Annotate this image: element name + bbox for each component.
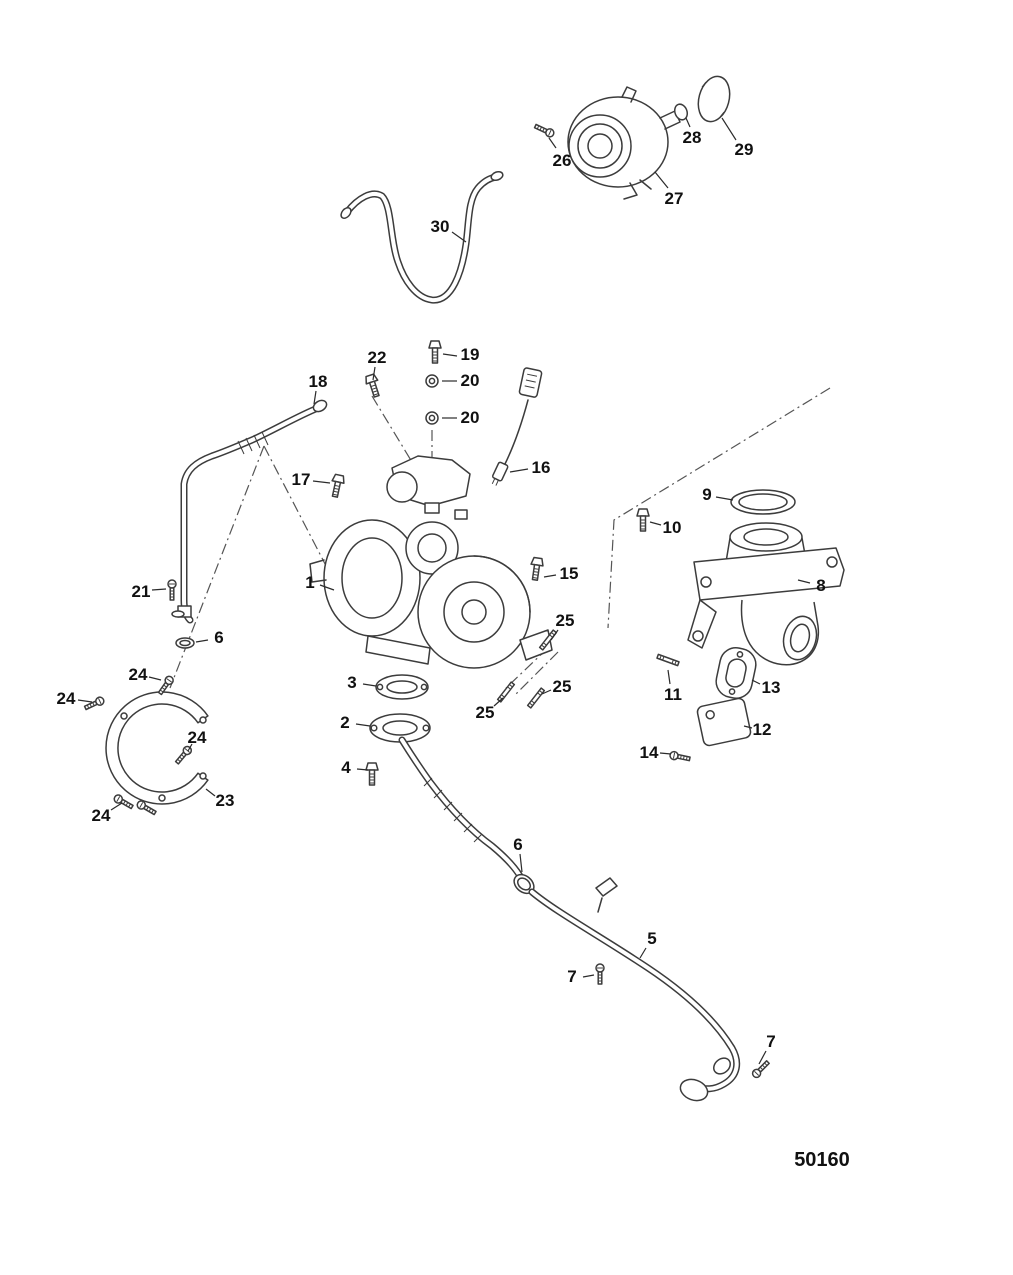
callout-28: 28 — [683, 128, 702, 147]
callout-18: 18 — [309, 372, 328, 391]
callout-1: 1 — [305, 573, 314, 592]
fitting-17 — [328, 473, 347, 499]
callout-26: 26 — [553, 151, 572, 170]
callout-9: 9 — [702, 485, 711, 504]
screw-14 — [668, 750, 692, 764]
line-screw — [167, 579, 177, 601]
gasket-13 — [715, 647, 757, 699]
callout-16: 16 — [532, 458, 551, 477]
hose-harness — [340, 170, 504, 304]
callout-8: 8 — [816, 576, 825, 595]
pump-screw — [532, 121, 556, 139]
o-ring — [673, 103, 689, 121]
callout-21: 21 — [132, 582, 151, 601]
exhaust-adapter — [636, 489, 845, 764]
callout-2: 2 — [340, 713, 349, 732]
callout-24-b: 24 — [57, 689, 76, 708]
callout-11: 11 — [664, 685, 682, 704]
cover-plate-12 — [696, 697, 752, 747]
callout-29: 29 — [735, 140, 754, 159]
drain-hose — [513, 873, 772, 1102]
callout-14: 14 — [640, 743, 659, 762]
drawing-number: 50160 — [794, 1149, 850, 1171]
callout-22: 22 — [368, 348, 387, 367]
sensor-cable — [491, 367, 543, 486]
callout-5: 5 — [647, 929, 656, 948]
callout-25-c: 25 — [476, 703, 495, 722]
callout-6-b: 6 — [513, 835, 522, 854]
stud-11 — [656, 653, 680, 667]
bolt-4 — [365, 762, 379, 786]
screw-24-d — [112, 792, 135, 812]
washer-b — [425, 411, 439, 425]
callout-20-a: 20 — [461, 371, 480, 390]
washer-a — [425, 374, 439, 388]
callout-4: 4 — [341, 758, 351, 777]
callout-30: 30 — [431, 217, 450, 236]
screw-7-b — [750, 1058, 772, 1080]
callout-13: 13 — [762, 678, 781, 697]
banjo-bolt — [428, 340, 442, 364]
callout-25-a: 25 — [556, 611, 575, 630]
callout-6-a: 6 — [214, 628, 223, 647]
callout-19: 19 — [461, 345, 480, 364]
callouts: 26 27 28 29 30 22 19 20 18 20 16 17 9 10… — [57, 128, 826, 1051]
retainer-ring — [82, 674, 209, 818]
callout-15: 15 — [560, 564, 579, 583]
turbocharger — [309, 455, 553, 669]
screw-7-a — [595, 963, 605, 985]
callout-20-b: 20 — [461, 408, 480, 427]
leader-lines — [77, 117, 811, 1065]
callout-24-a: 24 — [129, 665, 148, 684]
bolt-15 — [528, 556, 545, 582]
stud-25-b — [526, 687, 546, 709]
callout-25-b: 25 — [553, 677, 572, 696]
corrugation — [423, 777, 483, 843]
oil-supply-line — [167, 399, 328, 649]
callout-24-c: 24 — [188, 728, 207, 747]
callout-3: 3 — [347, 673, 356, 692]
braided-section — [237, 431, 269, 455]
gaskets — [369, 674, 431, 743]
callout-10: 10 — [663, 518, 682, 537]
bolt-10 — [636, 508, 650, 532]
vacuum-pump — [532, 75, 731, 200]
callout-7-b: 7 — [766, 1032, 775, 1051]
pump-cover — [697, 75, 731, 123]
stud-25-c — [496, 681, 516, 703]
oil-drain-pipe — [365, 736, 524, 880]
callout-12: 12 — [753, 720, 772, 739]
hose-bracket — [595, 877, 618, 897]
callout-27: 27 — [665, 189, 684, 208]
callout-24-d: 24 — [92, 806, 111, 825]
callout-23: 23 — [216, 791, 235, 810]
callout-7-a: 7 — [567, 967, 576, 986]
callout-17: 17 — [292, 470, 311, 489]
screw-24-b — [82, 695, 106, 713]
